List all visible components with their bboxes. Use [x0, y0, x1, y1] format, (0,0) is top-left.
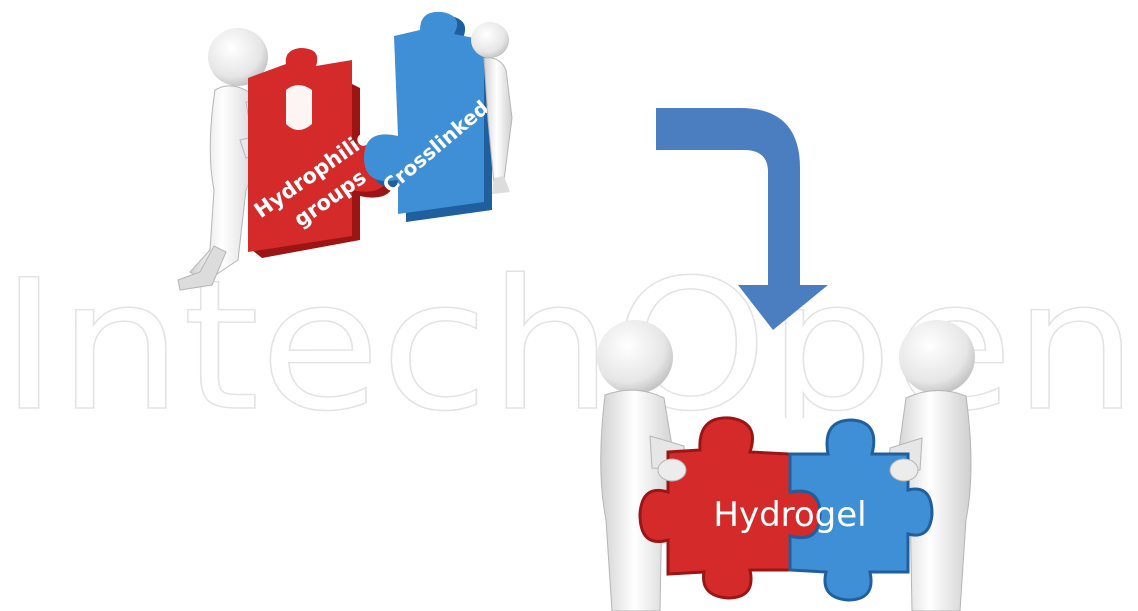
figure-head	[899, 320, 975, 394]
figure-left-bottom	[597, 320, 687, 611]
blue-puzzle-piece: Crosslinked	[364, 11, 493, 223]
red-puzzle-piece: Hydrophilic groups	[248, 48, 396, 258]
figure-head	[597, 320, 673, 394]
figure-right-top	[471, 22, 513, 194]
hand	[889, 458, 919, 482]
hydrogel-label: Hydrogel	[713, 495, 866, 535]
process-arrow	[656, 108, 828, 330]
figure-head	[208, 28, 268, 86]
figure-head	[471, 22, 509, 58]
hand	[657, 458, 687, 482]
